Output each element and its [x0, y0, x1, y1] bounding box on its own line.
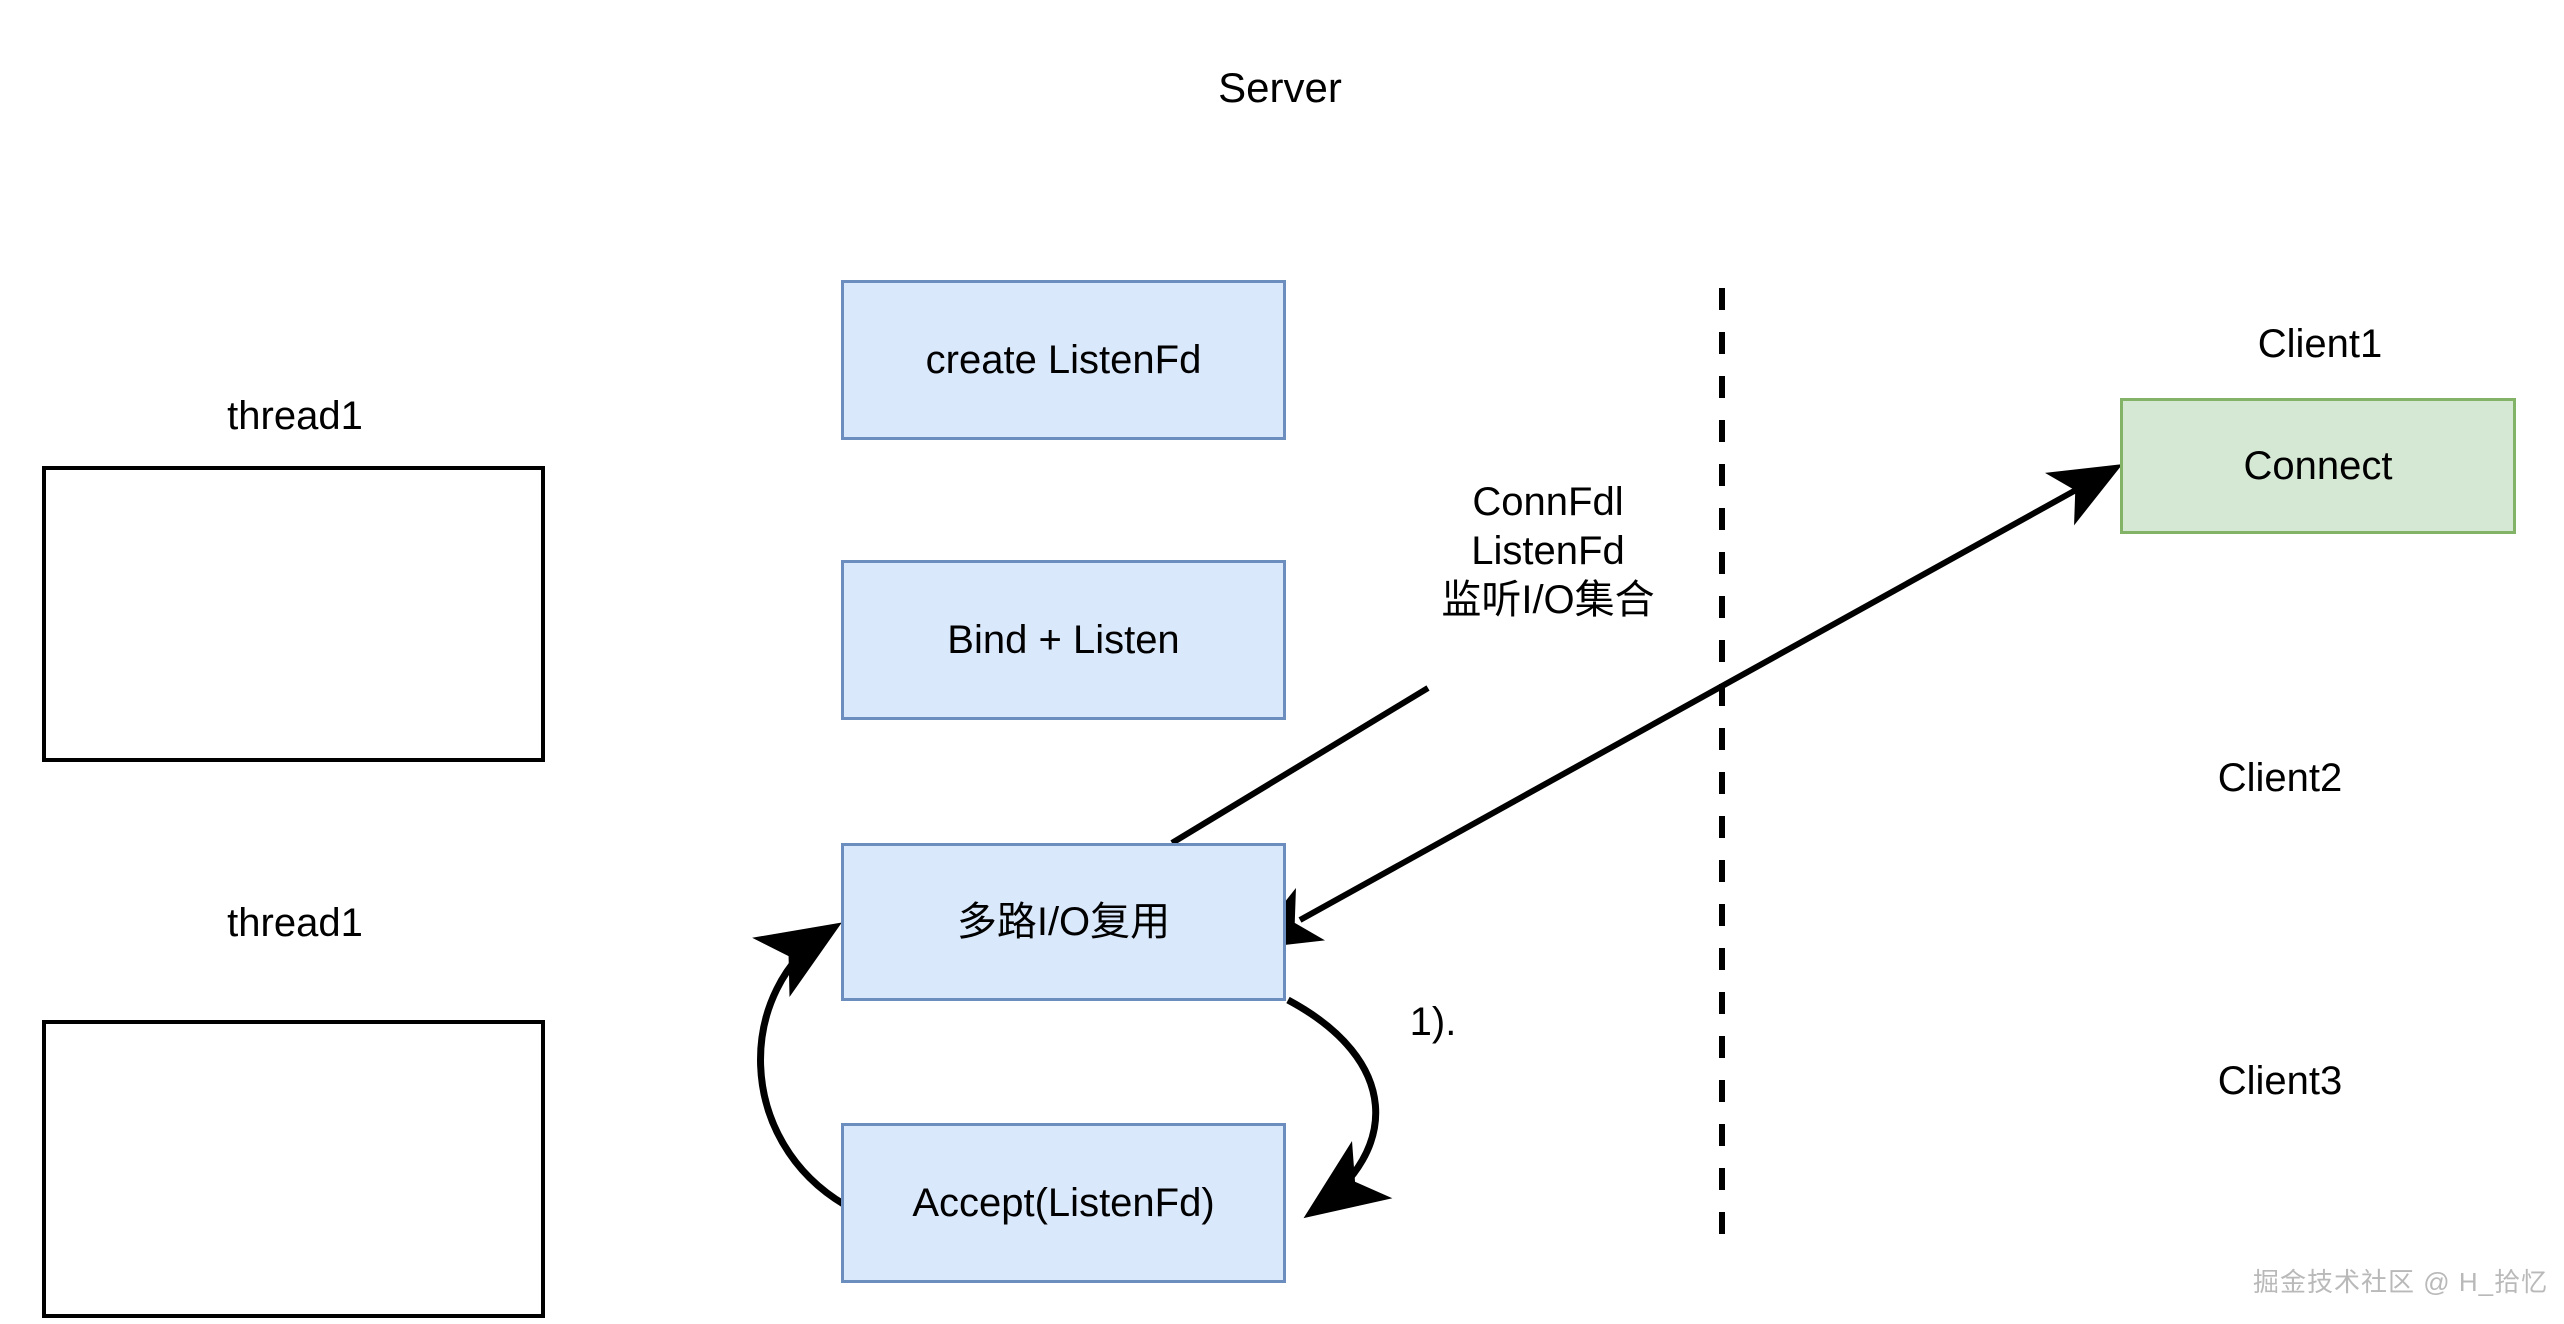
client1-connect-box[interactable]: Connect [2120, 398, 2516, 534]
multiplex-connect-edge [1247, 464, 2123, 950]
node-accept-listenfd[interactable]: Accept(ListenFd) [841, 1123, 1286, 1283]
thread-group-1-label: thread1 [227, 393, 363, 438]
watermark: 掘金技术社区 @ H_拾忆 [2253, 1267, 2549, 1297]
accept-to-multiplex-edge [752, 922, 847, 1209]
multiplex-to-accept-edge [1286, 996, 1393, 1219]
node-bind-listen[interactable]: Bind + Listen [841, 560, 1286, 720]
thread-group-2-box[interactable] [42, 1020, 545, 1318]
node-create-listenfd[interactable]: create ListenFd [841, 280, 1286, 440]
annotation-io-set: ConnFdl ListenFd 监听I/O集合 [1441, 480, 1655, 622]
diagram-title: Server [1218, 64, 1342, 112]
annotation-loop-step: 1). [1409, 999, 1457, 1044]
client1-label: Client1 [2257, 321, 2383, 366]
thread-group-2-label: thread1 [227, 900, 363, 945]
node-io-multiplex[interactable]: 多路I/O复用 [841, 843, 1286, 1001]
client2-label: Client2 [2217, 755, 2343, 800]
client3-label: Client3 [2217, 1058, 2343, 1103]
thread-group-1-box[interactable] [42, 466, 545, 762]
